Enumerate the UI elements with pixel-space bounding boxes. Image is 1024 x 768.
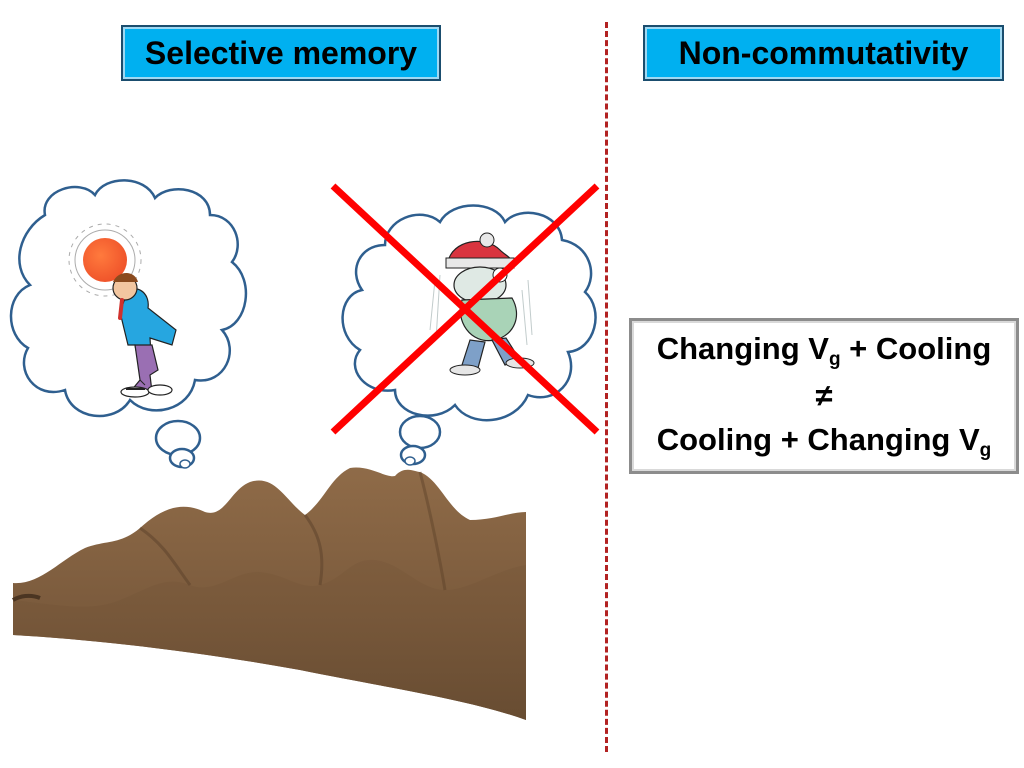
formula-box: Changing Vg + Cooling ≠ Cooling + Changi…: [629, 318, 1019, 474]
formula-line-2: Cooling + Changing Vg: [656, 422, 992, 462]
non-commutativity-title: Non-commutativity: [643, 25, 1004, 81]
red-x-cross-icon: [330, 183, 600, 435]
formula-line-1: Changing Vg + Cooling: [656, 330, 992, 370]
sweating-person-in-sun-icon: [68, 223, 177, 398]
dashed-divider: [605, 22, 608, 752]
not-equal-sign: ≠: [815, 377, 833, 413]
selective-memory-title: Selective memory: [121, 25, 441, 81]
non-commutativity-title-text: Non-commutativity: [678, 34, 969, 71]
selective-memory-title-text: Selective memory: [144, 34, 418, 71]
energy-landscape-surface: [12, 467, 526, 720]
